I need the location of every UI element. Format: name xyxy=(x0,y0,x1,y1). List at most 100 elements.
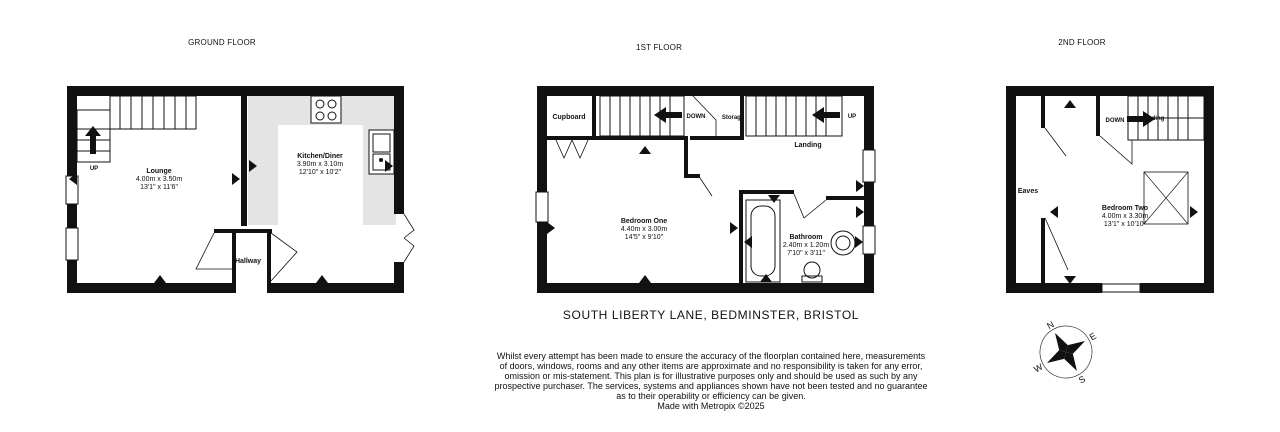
disclaimer-line: prospective purchaser. The services, sys… xyxy=(494,381,927,391)
first-up-label: UP xyxy=(848,114,856,120)
bathroom-top-wall xyxy=(739,190,794,194)
ground-floor-plan: GROUND FLOOR xyxy=(65,38,415,293)
bathroom-arrow-left xyxy=(744,236,752,248)
cupboard-bifold-doors xyxy=(555,139,589,159)
skylight-icon xyxy=(1143,171,1189,225)
bathroom-arrow-down xyxy=(760,274,772,282)
second-down-label: DOWN xyxy=(1106,118,1125,124)
second-down-arrow-shaft xyxy=(1127,116,1145,122)
second-left-wall xyxy=(1006,86,1016,293)
stairs-up-arrow-shaft-first xyxy=(822,112,840,118)
bathroom-imperial: 7'10" x 3'11" xyxy=(787,250,825,257)
bedroom-notch-wall xyxy=(684,136,688,178)
disclaimer-line: as to their operability or efficiency ca… xyxy=(616,391,805,401)
bedroom-one-arrow-left xyxy=(547,222,555,234)
cupboard-side-wall xyxy=(592,96,596,136)
lounge-kitchen-wall xyxy=(241,96,247,226)
second-floor-title: 2ND FLOOR xyxy=(1058,38,1106,47)
ground-stairs-up-label: UP xyxy=(90,166,98,172)
second-landing-partial-label: ding xyxy=(1152,116,1165,122)
disclaimer-line: Whilst every attempt has been made to en… xyxy=(497,351,926,361)
stairs-down-arrow-head xyxy=(654,107,666,123)
kitchen-imperial: 12'10" x 10'2" xyxy=(299,169,342,176)
lounge-metric: 4.00m x 3.50m xyxy=(136,176,182,183)
bathroom-door xyxy=(793,193,827,219)
sink-icon xyxy=(368,129,395,175)
second-floor-plan: 2ND FLOOR DOWN ding xyxy=(1006,38,1214,293)
bathroom-arrow-top xyxy=(768,195,780,203)
bedroom-one-arrow-up xyxy=(639,146,651,154)
kitchen-metric: 3.90m x 3.10m xyxy=(297,161,343,168)
bedroom-two-name: Bedroom Two xyxy=(1102,205,1148,212)
lounge-imperial: 13'1" x 11'6" xyxy=(140,184,178,191)
bedroom-two-window xyxy=(1101,283,1141,293)
hallway-name: Hallway xyxy=(235,258,261,265)
lounge-staircase xyxy=(76,95,197,163)
eaves-wall-top xyxy=(1041,96,1045,128)
disclaimer-block: Whilst every attempt has been made to en… xyxy=(494,351,927,411)
bedroom-two-door xyxy=(1099,135,1133,165)
hallway-right-wall xyxy=(267,233,271,293)
compass-s: S xyxy=(1077,374,1087,386)
landing-name: Landing xyxy=(794,142,821,149)
second-bottom-wall-right xyxy=(1140,283,1214,293)
kitchen-name: Kitchen/Diner xyxy=(297,153,343,160)
hallway-door-left xyxy=(195,232,232,270)
ground-top-wall xyxy=(67,86,404,96)
first-floor-title: 1ST FLOOR xyxy=(636,43,682,52)
bathroom-name: Bathroom xyxy=(789,234,822,241)
second-down-arrow-head xyxy=(1143,111,1155,127)
kitchen-open-area xyxy=(278,125,363,225)
bedroom-two-metric: 4.00m x 3.30m xyxy=(1102,213,1148,220)
kitchen-arrow-left xyxy=(249,160,257,172)
first-down-label: DOWN xyxy=(687,114,706,120)
disclaimer-line: of doors, windows, rooms and any other i… xyxy=(500,361,923,371)
stairs-down-arrow-shaft xyxy=(664,112,682,118)
bedroom-one-imperial: 14'5" x 9'10" xyxy=(625,234,664,241)
compass-w: W xyxy=(1032,361,1045,374)
first-bottom-wall xyxy=(537,283,874,293)
ground-floor-title: GROUND FLOOR xyxy=(188,38,256,47)
bedroom-one-window xyxy=(535,191,549,223)
disclaimer-line: omission or mis-statement. This plan is … xyxy=(504,371,918,381)
ground-bottom-wall-left xyxy=(67,283,235,293)
stairs-up-arrow-shaft xyxy=(90,134,96,154)
bedroom-notch-wall-2 xyxy=(684,174,700,178)
bedroom-two-imperial: 13'1" x 10'10" xyxy=(1104,221,1147,228)
first-floor-plan: 1ST FLOOR xyxy=(535,43,876,293)
property-address: SOUTH LIBERTY LANE, BEDMINSTER, BRISTOL xyxy=(563,308,859,322)
lounge-name: Lounge xyxy=(146,168,171,175)
second-top-wall xyxy=(1006,86,1214,96)
bathroom-left-wall xyxy=(739,190,743,283)
stairs-up-arrow-head xyxy=(85,126,101,136)
ground-right-wall-upper xyxy=(394,86,404,214)
storage-door xyxy=(692,95,717,197)
compass-rose-icon: N E S W xyxy=(1032,319,1098,386)
kitchen-french-doors xyxy=(403,213,415,263)
lounge-arrow-right xyxy=(232,173,240,185)
second-right-wall xyxy=(1204,86,1214,293)
landing-window xyxy=(862,149,876,183)
first-top-wall xyxy=(537,86,874,96)
hallway-top-wall xyxy=(214,229,272,233)
disclaimer-line: Made with Metropix ©2025 xyxy=(657,401,764,411)
cupboard-name: Cupboard xyxy=(552,114,585,121)
bathroom-arrow-right-2 xyxy=(856,206,864,218)
bedroom-one-name: Bedroom One xyxy=(621,218,667,225)
bathroom-metric: 2.40m x 1.20m xyxy=(783,242,829,249)
lounge-window-left-lower xyxy=(65,227,79,261)
toilet-icon xyxy=(801,261,823,283)
basin-icon xyxy=(830,230,856,256)
landing-arrow-right xyxy=(856,180,864,192)
cupboard-bottom-wall xyxy=(547,136,684,140)
second-bottom-wall-left xyxy=(1006,283,1102,293)
hob-icon xyxy=(310,95,342,124)
kitchen-arrow-right xyxy=(385,160,393,172)
eaves-name: Eaves xyxy=(1018,188,1038,195)
eaves-doors xyxy=(1044,127,1069,271)
bedroom-one-arrow-right xyxy=(730,222,738,234)
bedroom-one-arrow-down xyxy=(639,275,651,283)
first-right-wall xyxy=(864,86,874,293)
eaves-arrow-left xyxy=(1050,206,1058,218)
